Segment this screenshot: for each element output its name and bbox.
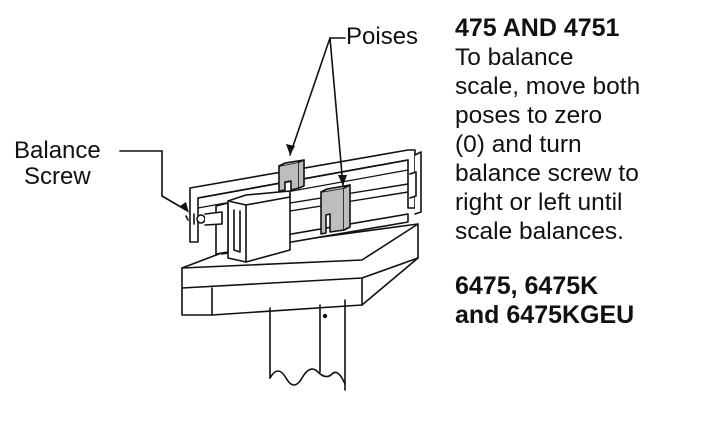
balance-screw-label-line2: Screw <box>24 163 91 190</box>
counterweight-block <box>215 190 291 263</box>
balance-screw-label: Balance Screw <box>14 138 101 190</box>
leader-lines <box>119 37 346 211</box>
beam-frame <box>189 149 422 255</box>
leader-arrowheads <box>180 144 347 213</box>
poises-label: Poises <box>346 23 419 50</box>
scale-column <box>269 299 346 391</box>
balance-screw-label-line1: Balance <box>14 137 101 164</box>
balance-instructions: To balance scale, move both poses to zer… <box>455 44 641 245</box>
poise-upper <box>278 159 305 192</box>
balance-screw <box>185 211 223 226</box>
model-heading-6475: 6475, 6475K and 6475KGEU <box>455 272 635 329</box>
scale-beam-diagram <box>119 37 422 391</box>
poise-lower <box>320 184 351 235</box>
model-heading-475: 475 AND 4751 <box>455 14 620 42</box>
instructions-panel: 475 AND 4751 To balance scale, move both… <box>455 14 717 330</box>
